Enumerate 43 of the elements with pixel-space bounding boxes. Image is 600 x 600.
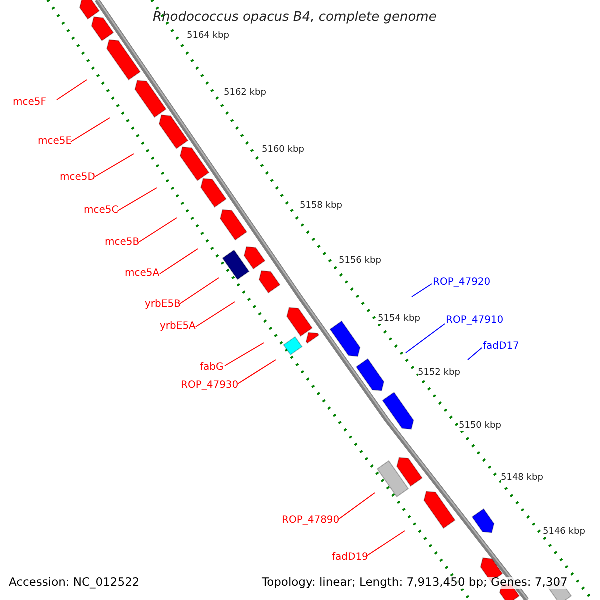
scale-label: 5152 kbp [418, 369, 460, 378]
gene-label: yrbE5A [160, 322, 196, 332]
gene-label: mce5E [38, 137, 72, 147]
scale-label: 5150 kbp [459, 422, 502, 431]
gene-label: ROP_47930 [181, 381, 239, 391]
leader-line [196, 302, 236, 328]
gene-label: mce5F [13, 98, 47, 108]
scale-label: 5158 kbp [300, 202, 342, 211]
leader-line [56, 80, 88, 100]
gene-label: mce5A [125, 269, 160, 279]
gene-label: fadD19 [332, 553, 368, 563]
footer-note: Accession: NC_012522 [9, 577, 140, 588]
scale-label: 5146 kbp [543, 528, 586, 537]
scale-label: 5164 kbp [187, 32, 230, 41]
scale-label: 5154 kbp [378, 315, 420, 324]
gene-label: fadD17 [483, 342, 520, 352]
leader-line [412, 284, 432, 298]
gene-label: yrbE5B [145, 300, 181, 310]
leader-line [238, 360, 276, 384]
scale-label: 5156 kbp [339, 257, 382, 266]
leader-line [366, 530, 406, 556]
gene-label: fabG [200, 363, 224, 373]
gene-label: ROP_47910 [446, 316, 504, 326]
leader-line [118, 188, 158, 212]
gene-label: ROP_47890 [282, 516, 340, 526]
gene-label: mce5B [105, 238, 140, 248]
leader-line [468, 348, 482, 360]
gene-label: ROP_47920 [433, 278, 491, 288]
leader-line [138, 218, 178, 244]
scale-label: 5160 kbp [262, 146, 304, 155]
leader-line [224, 342, 264, 366]
gene-label: mce5D [60, 173, 96, 183]
leader-line [70, 118, 110, 142]
leader-line [94, 154, 134, 178]
leader-line [160, 248, 198, 274]
scale-label: 5162 kbp [224, 89, 266, 98]
leader-line [406, 324, 446, 354]
scale-label: 5148 kbp [501, 474, 544, 483]
footer-note: Topology: linear; Length: 7,913,450 bp; Genes: 7,307 [262, 577, 568, 588]
leader-line [180, 278, 220, 304]
gene-label: mce5C [84, 206, 119, 216]
map-title: Rhodococcus opacus B4, complete genome [153, 11, 437, 24]
leader-line [338, 492, 376, 520]
